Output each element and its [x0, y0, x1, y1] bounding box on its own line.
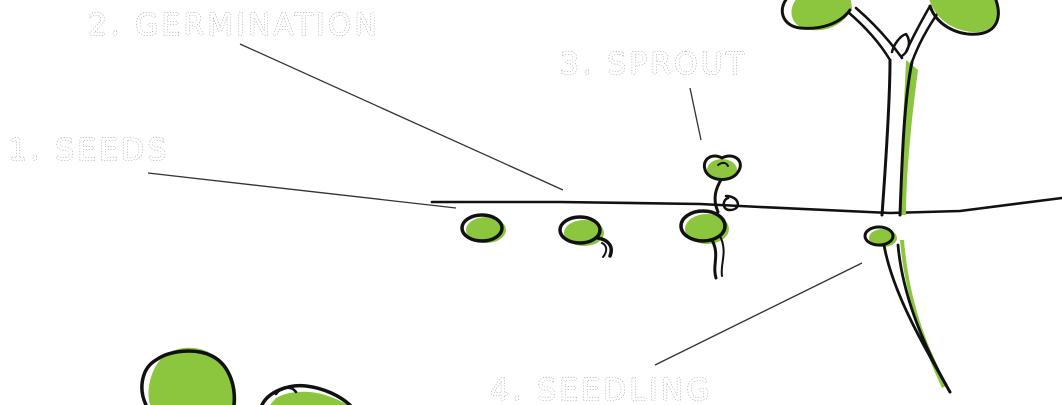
label-sprout: 3. SPROUT: [560, 47, 747, 82]
plant-leaves-icon: [140, 347, 352, 405]
soil-surface-line: [430, 196, 1062, 215]
germinating-seed-icon: [558, 215, 613, 258]
sprout-icon: [679, 154, 742, 280]
leader-line-sprout: [689, 87, 702, 141]
leader-line-seedling: [654, 262, 863, 366]
label-seeds: 1. SEEDS: [8, 133, 169, 168]
seedling-icon: [780, 0, 1000, 394]
leader-line-seeds: [147, 172, 457, 209]
label-seedling: 4. SEEDLING: [490, 373, 712, 405]
seed-icon: [460, 213, 506, 243]
leader-line-germination: [239, 43, 564, 191]
label-germination: 2. GERMINATION: [88, 8, 380, 43]
